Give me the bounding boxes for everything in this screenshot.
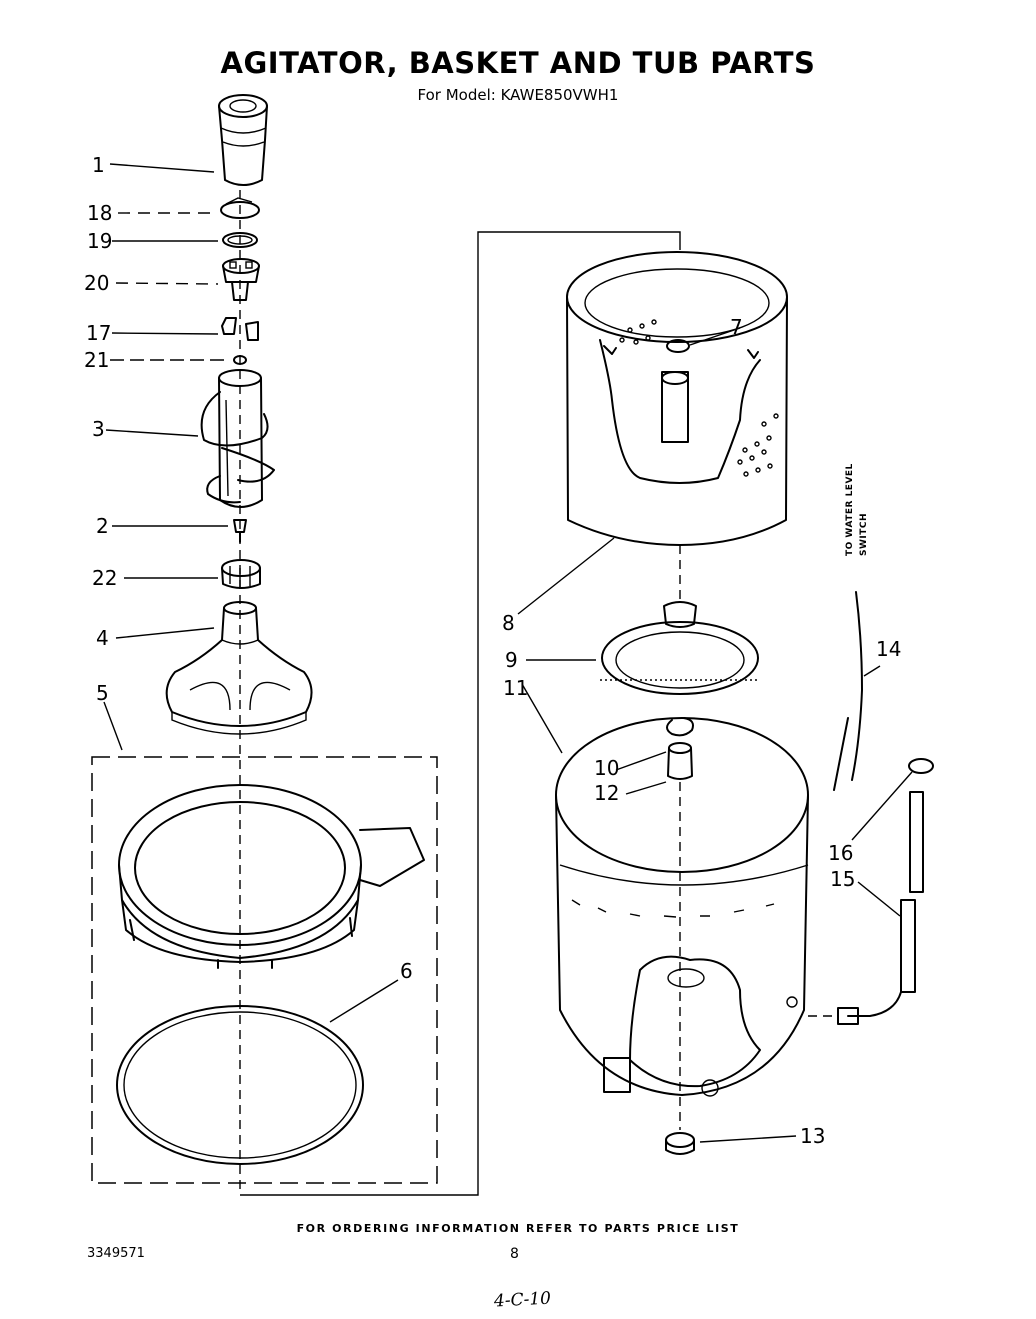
document-number: 3349571 — [87, 1246, 145, 1261]
ordering-note: FOR ORDERING INFORMATION REFER TO PARTS … — [296, 1222, 740, 1235]
part-13-plug — [665, 1132, 695, 1155]
side-label-line1: TO WATER LEVEL — [845, 463, 855, 556]
leader-lines — [103, 163, 913, 1143]
part-5-tub-ring — [118, 784, 425, 969]
handwritten-note: 4-C-10 — [493, 1288, 552, 1312]
part-15-fill-hose — [808, 791, 924, 1025]
callout-6: 6 — [400, 959, 413, 983]
callout-10: 10 — [594, 756, 619, 780]
part-11-outer-tub — [555, 717, 809, 1097]
callout-21: 21 — [84, 348, 109, 372]
callout-3: 3 — [92, 417, 105, 441]
part-3-auger — [200, 369, 275, 508]
part-21-washer — [233, 355, 247, 365]
part-6-seal — [116, 1005, 364, 1165]
callout-14: 14 — [876, 637, 901, 661]
callout-22: 22 — [92, 566, 117, 590]
callout-4: 4 — [96, 626, 109, 650]
callout-15: 15 — [830, 867, 855, 891]
model-subtitle: For Model: KAWE850VWH1 — [417, 86, 619, 104]
part-19-o-ring — [222, 232, 258, 248]
callout-11: 11 — [503, 676, 528, 700]
callout-20: 20 — [84, 271, 109, 295]
callout-8: 8 — [502, 611, 515, 635]
part-2-bolt — [233, 519, 247, 543]
callout-17: 17 — [86, 321, 111, 345]
part-8-basket — [566, 251, 788, 546]
part-1-agitator-cap — [218, 94, 268, 186]
grouping-box-5-6 — [91, 756, 438, 1184]
callout-5: 5 — [96, 681, 109, 705]
page-title: AGITATOR, BASKET AND TUB PARTS — [220, 46, 816, 80]
callout-9: 9 — [505, 648, 518, 672]
callout-12: 12 — [594, 781, 619, 805]
water-level-switch-label: TO WATER LEVEL SWITCH — [845, 463, 869, 556]
part-10-clip — [666, 717, 694, 737]
callout-13: 13 — [800, 1124, 825, 1148]
part-18-cap-cover — [220, 197, 260, 219]
part-4-agitator-base — [165, 601, 313, 735]
callout-2: 2 — [96, 514, 109, 538]
part-12-spanner-nut — [667, 742, 693, 780]
part-22-spline-drive — [221, 559, 261, 589]
part-14-air-hose — [833, 591, 863, 791]
part-20-cam — [222, 258, 260, 301]
callout-7: 7 — [730, 315, 743, 339]
callout-19: 19 — [87, 229, 112, 253]
side-label-line2: SWITCH — [859, 513, 869, 556]
part-16-clamp — [908, 758, 934, 774]
callout-16: 16 — [828, 841, 853, 865]
part-7-nut — [666, 339, 690, 353]
bracket-line — [240, 231, 681, 1196]
page-number: 8 — [510, 1246, 519, 1262]
callout-18: 18 — [87, 201, 112, 225]
part-9-drive-hub — [600, 601, 760, 695]
callout-1: 1 — [92, 153, 105, 177]
part-17-dogs — [221, 317, 259, 341]
